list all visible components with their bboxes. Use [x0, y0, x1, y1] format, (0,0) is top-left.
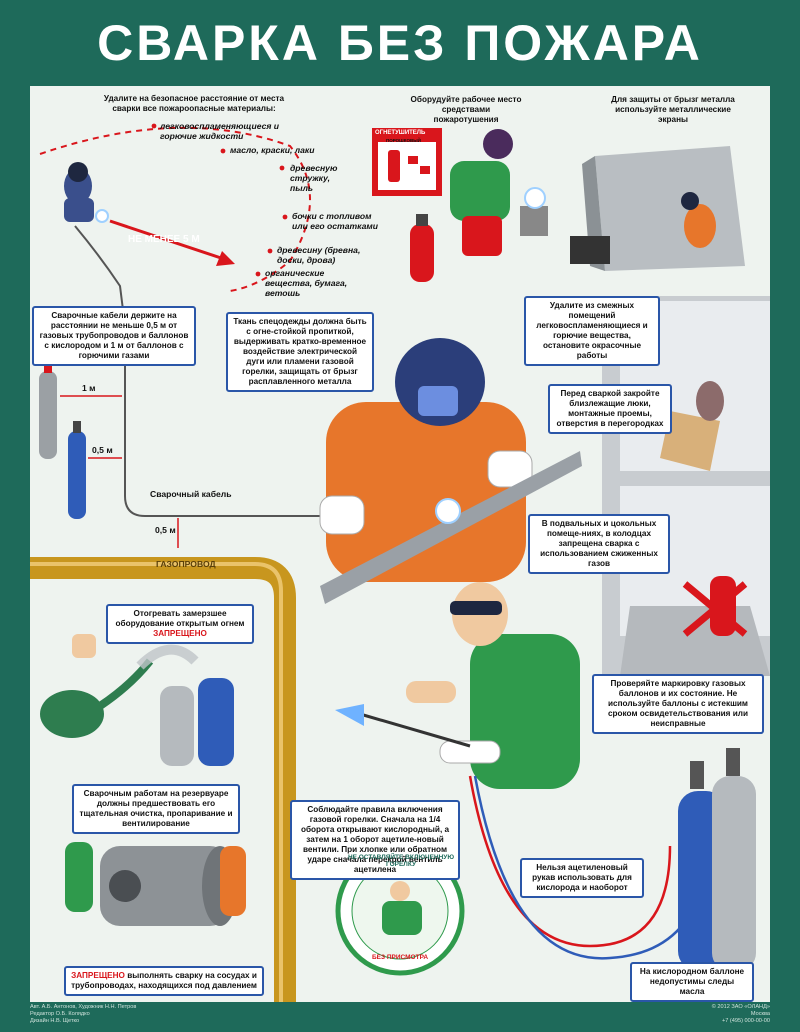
tank-cleaning-box: Сварочным работам на резервуаре должны п…	[72, 784, 240, 834]
distance-1m-label: 1 м	[82, 383, 96, 393]
hazard-item-1: легковоспламеняющиеся и горючие жидкости	[160, 121, 280, 141]
hatches-box: Перед сваркой закройте близлежащие люки,…	[548, 384, 672, 434]
welder-center	[319, 338, 582, 604]
footer-right: © 2012 ЗАО «ОЛАНД» Москва +7 (495) 000-0…	[711, 1004, 770, 1024]
no-unattended-torch-badge	[335, 846, 465, 976]
extinguisher-sign	[372, 128, 442, 196]
distance-05m-label-a: 0,5 м	[92, 445, 113, 455]
fire-extinguisher	[410, 214, 434, 282]
frozen-text: Отогревать замерзшее оборудование открыт…	[115, 609, 245, 628]
distance-arrowhead	[216, 251, 235, 266]
extinguisher-sign-title: ОГНЕТУШИТЕЛЬ	[375, 130, 426, 136]
pressure-forbidden: ЗАПРЕЩЕНО	[71, 971, 125, 980]
pressure-forbidden-box: ЗАПРЕЩЕНО выполнять сварку на сосудах и …	[64, 966, 264, 996]
poster-panel: Удалите на безопасное расстояние от мест…	[30, 86, 770, 1002]
torch-rules-box: Соблюдайте правила включения газовой гор…	[290, 800, 460, 880]
gas-cylinders-left	[39, 361, 86, 519]
metal-screen-caption: Для защиты от брызг металла используйте …	[611, 95, 735, 124]
distance-markers	[60, 395, 179, 548]
acetylene-hose	[468, 775, 672, 948]
tank-scene	[65, 842, 246, 926]
illustration-canvas	[30, 123, 770, 1002]
cylinder-marking-box: Проверяйте маркировку газовых баллонов и…	[592, 674, 764, 734]
welding-cable-label: Сварочный кабель	[150, 489, 232, 499]
distance-arrow	[109, 219, 231, 263]
metal-screen-scene	[570, 146, 745, 271]
basement-box: В подвальных и цокольных помеще-ниях, в …	[528, 514, 670, 574]
hazard-item-6: органические вещества, бумага, ветошь	[265, 268, 348, 298]
gas-pipe-highlight	[30, 562, 283, 1002]
clothing-box: Ткань спецодежды должна быть с огне-стой…	[226, 312, 374, 392]
footer-left: Авт. А.Б. Антонов, Художник Н.Н. Петров …	[30, 1004, 137, 1024]
remove-materials-box: Удалите на безопасное расстояние от мест…	[103, 94, 285, 113]
welder-top-middle	[450, 129, 548, 256]
hose-box: Нельзя ацетиленовый рукав использовать д…	[520, 858, 644, 898]
adjacent-rooms-box: Удалите из смежных помещений легковоспла…	[524, 296, 660, 366]
fire-fighting-caption: Оборудуйте рабочее место средствами пожа…	[410, 95, 522, 124]
gas-cylinders-right	[678, 748, 756, 971]
badge-bottom-text: БЕЗ ПРИСМОТРА	[371, 954, 429, 961]
poster-title: СВАРКА БЕЗ ПОЖАРА	[97, 15, 703, 71]
oxygen-oil-box: На кислородном баллоне недопустимы следы…	[630, 962, 754, 1002]
extinguisher-sign-subtitle: ПОРОШКОВЫЙ	[386, 138, 421, 143]
badge-top-text: НЕ ОСТАВЛЯЙТЕ ВКЛЮЧЕННУЮ ГОРЕЛКУ	[347, 854, 455, 869]
frozen-forbidden: ЗАПРЕЩЕНО	[153, 629, 207, 638]
hazard-item-5: древесину (бревна, доски, дрова)	[277, 245, 361, 265]
hazard-item-3: древесную стружку, пыль	[290, 163, 338, 193]
welder-top-left	[64, 162, 109, 223]
safe-zone-arc	[39, 126, 311, 292]
cables-distance-box: Сварочные кабели держите на расстоянии н…	[32, 306, 196, 366]
distance-5m-label: НЕ МЕНЕЕ 5 М	[128, 234, 200, 245]
gas-pipe-label: ГАЗОПРОВОД	[156, 559, 216, 569]
hazard-bullets	[151, 123, 288, 277]
hazard-item-4: бочки с топливом или его остатками	[292, 211, 378, 231]
hazard-item-2: масло, краски, лаки	[230, 145, 315, 155]
distance-05m-label-b: 0,5 м	[155, 525, 176, 535]
frozen-equipment-box: Отогревать замерзшее оборудование открыт…	[106, 604, 254, 644]
kettle-scene	[40, 634, 234, 766]
gas-welder	[335, 582, 580, 789]
pressure-text: выполнять сварку на сосудах и трубопрово…	[71, 971, 257, 990]
